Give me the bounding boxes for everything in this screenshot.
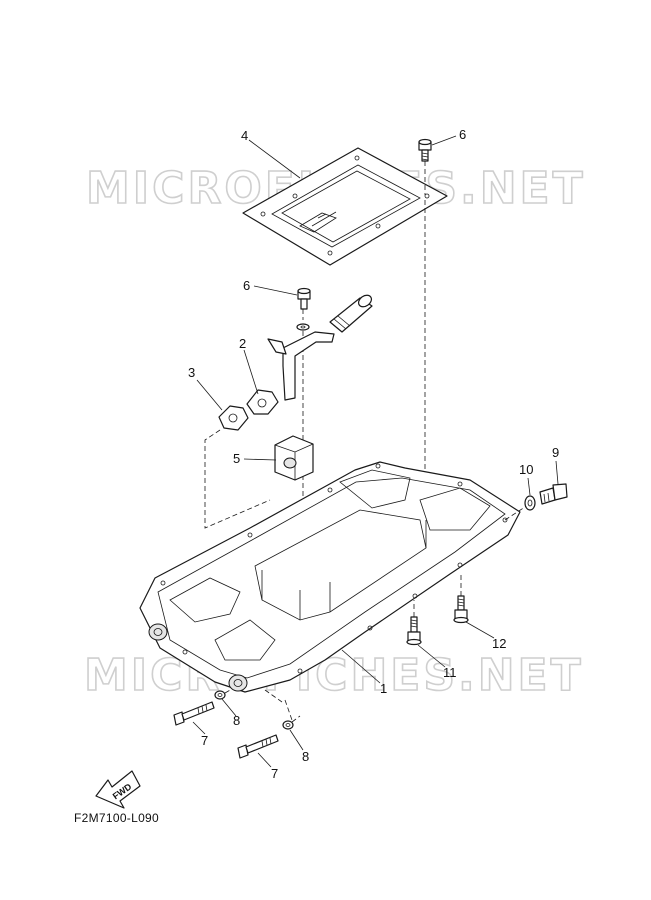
callout-2: 2: [239, 336, 246, 351]
part-8-washer-a[interactable]: [214, 690, 226, 700]
callout-6-top: 6: [459, 127, 466, 142]
part-6-bolt-middle[interactable]: [296, 287, 311, 331]
watermark-bottom: MICROFICHES.NET: [84, 650, 584, 701]
callout-7-a: 7: [201, 733, 208, 748]
part-7-bolt-b[interactable]: [237, 734, 279, 759]
callout-1: 1: [380, 681, 387, 696]
callout-4: 4: [241, 128, 248, 143]
callout-5: 5: [233, 451, 240, 466]
callout-3: 3: [188, 365, 195, 380]
part-1-oil-pan[interactable]: [139, 461, 521, 693]
part-4-cover-plate[interactable]: [242, 147, 448, 266]
callout-11: 11: [443, 665, 457, 680]
part-10-washer[interactable]: [524, 495, 536, 511]
part-9-drain-bolt[interactable]: [539, 483, 568, 505]
callout-8-a: 8: [233, 713, 240, 728]
part-7-bolt-a[interactable]: [173, 701, 215, 726]
diagram-code: F2M7100-L090: [74, 811, 159, 825]
callout-7-b: 7: [271, 766, 278, 781]
part-6-bolt-top[interactable]: [418, 138, 432, 162]
part-11-bolt[interactable]: [406, 616, 422, 646]
fwd-arrow-icon: FWD: [95, 770, 141, 809]
callout-9: 9: [552, 445, 559, 460]
callout-6-middle: 6: [243, 278, 250, 293]
part-3-gasket[interactable]: [218, 405, 249, 431]
part-2-oil-strainer-pipe[interactable]: [246, 293, 374, 415]
part-12-bolt[interactable]: [453, 595, 469, 624]
callout-12: 12: [492, 636, 506, 651]
callout-10: 10: [519, 462, 533, 477]
callout-8-b: 8: [302, 749, 309, 764]
part-8-washer-b[interactable]: [282, 720, 294, 730]
part-5-damper[interactable]: [274, 435, 314, 481]
